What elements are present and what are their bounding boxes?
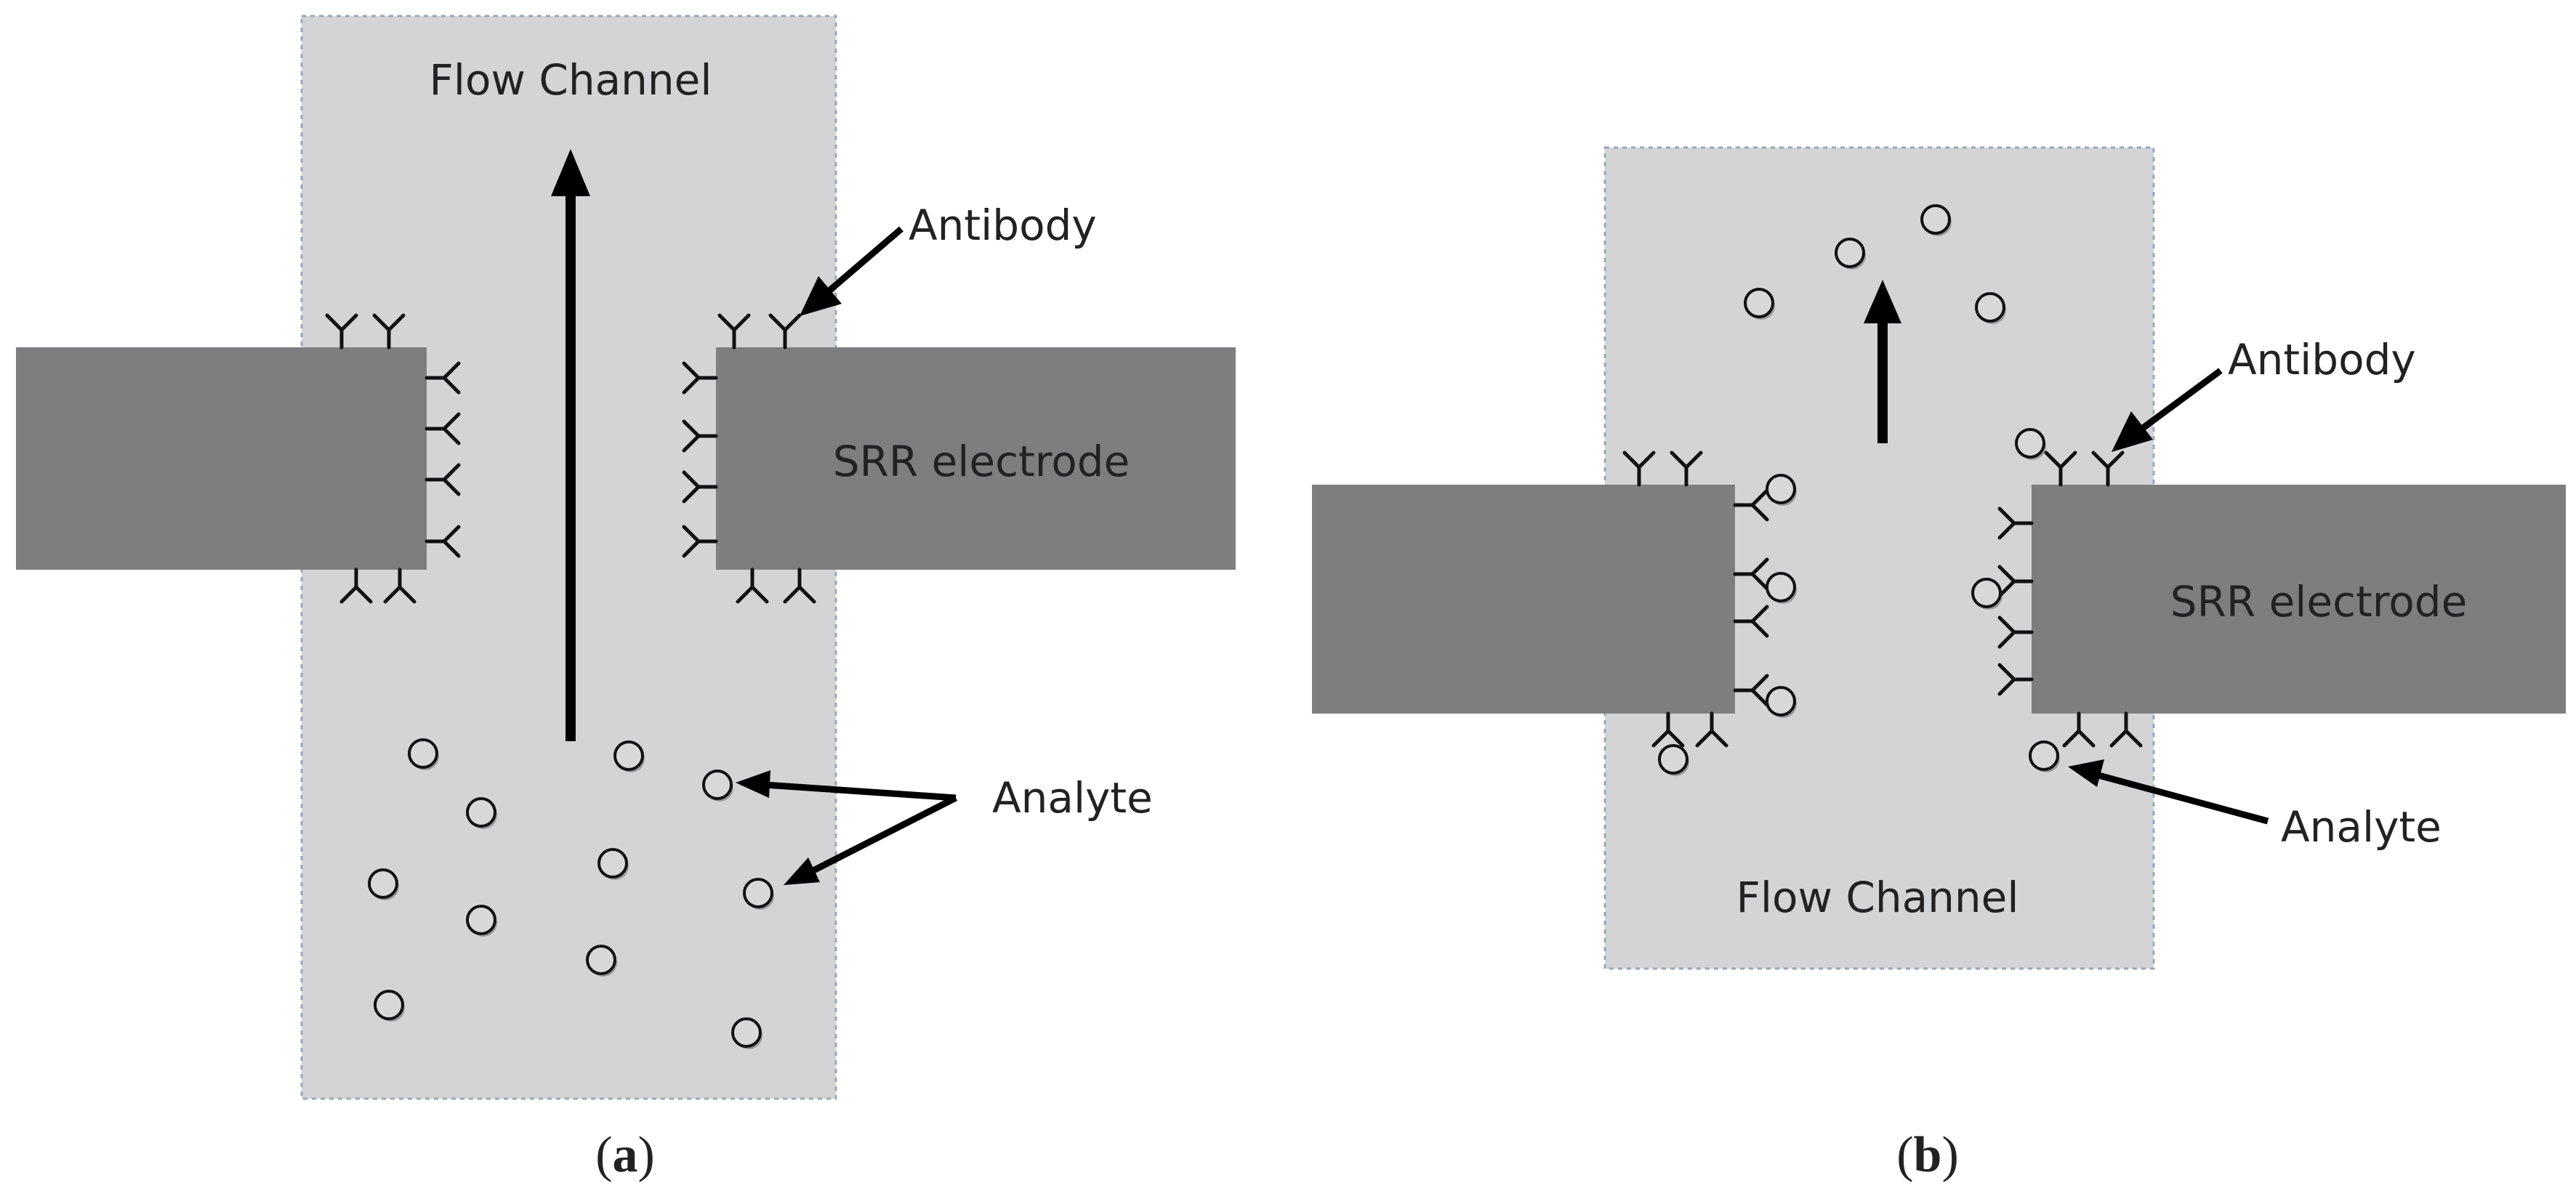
antibody-icon bbox=[339, 568, 373, 604]
analyte-particle bbox=[2015, 428, 2046, 460]
antibody-icon bbox=[1733, 488, 1769, 522]
analyte-group bbox=[368, 738, 774, 1049]
antibody-icon bbox=[717, 313, 751, 350]
antibody-icon bbox=[1997, 565, 2034, 598]
antibody-icon bbox=[1733, 605, 1769, 638]
analyte-label: Analyte bbox=[992, 773, 1153, 823]
antibody-icon bbox=[1997, 615, 2034, 649]
antibody-icon bbox=[424, 361, 461, 395]
analyte-particle bbox=[1975, 292, 2006, 324]
srr-electrode-left bbox=[16, 347, 427, 570]
antibody-icon bbox=[1670, 451, 1703, 487]
antibody-icon bbox=[1997, 506, 2034, 540]
analyte-particle bbox=[408, 738, 439, 770]
flow-channel-label: Flow Channel bbox=[1736, 873, 2019, 922]
analyte-particle bbox=[374, 990, 405, 1022]
analyte-particle bbox=[2029, 740, 2060, 772]
antibody-icon bbox=[682, 361, 718, 395]
antibody-group bbox=[325, 313, 816, 604]
antibody-icon bbox=[1622, 451, 1656, 487]
analyte-particle bbox=[702, 770, 733, 802]
analyte-group bbox=[1658, 204, 2060, 776]
antibody-icon bbox=[2062, 711, 2096, 748]
srr-electrode-right bbox=[2032, 485, 2566, 714]
analyte-particle bbox=[1766, 474, 1797, 506]
analyte-callout-arrow bbox=[2068, 759, 2269, 825]
antibody-icon bbox=[682, 419, 718, 453]
analyte-particle bbox=[1766, 686, 1797, 718]
analyte-particle bbox=[586, 945, 617, 977]
antibody-icon bbox=[424, 463, 461, 496]
antibody-label: Antibody bbox=[909, 201, 1097, 250]
antibody-callout-arrow bbox=[2112, 368, 2223, 452]
electrode-label: SRR electrode bbox=[2170, 577, 2468, 626]
antibody-icon bbox=[1651, 711, 1685, 748]
analyte-particle bbox=[1658, 744, 1689, 776]
flow-direction-arrow bbox=[1864, 280, 1901, 443]
analyte-particle bbox=[1744, 288, 1775, 320]
antibody-icon bbox=[2044, 451, 2077, 487]
antibody-icon bbox=[383, 568, 416, 604]
electrode-label: SRR electrode bbox=[833, 437, 1130, 486]
analyte-particle bbox=[743, 878, 774, 910]
antibody-icon bbox=[325, 313, 358, 350]
flow-channel-label: Flow Channel bbox=[430, 55, 712, 105]
analyte-particle bbox=[1920, 204, 1952, 236]
analyte-particle bbox=[597, 848, 629, 880]
panel-caption: (a) bbox=[595, 1127, 655, 1183]
panel-a: Flow Channel SRR electrode Antibody Anal… bbox=[16, 15, 1236, 1183]
flow-direction-arrow bbox=[551, 149, 590, 741]
antibody-icon bbox=[2109, 711, 2143, 748]
analyte-particle bbox=[466, 797, 497, 829]
analyte-particle bbox=[466, 905, 497, 937]
antibody-icon bbox=[424, 525, 461, 558]
analyte-particle bbox=[1835, 238, 1866, 270]
antibody-label: Antibody bbox=[2228, 335, 2416, 384]
panel-caption: (b) bbox=[1896, 1127, 1959, 1183]
antibody-icon bbox=[682, 470, 718, 504]
antibody-icon bbox=[1997, 663, 2034, 696]
antibody-callout-arrow bbox=[800, 226, 903, 316]
antibody-icon bbox=[1733, 674, 1769, 707]
panel-b: Flow Channel SRR electrode Antibody Anal… bbox=[1312, 146, 2566, 1183]
antibody-icon bbox=[783, 568, 816, 604]
analyte-callout-arrow-1 bbox=[736, 770, 957, 802]
analyte-label: Analyte bbox=[2281, 802, 2442, 852]
antibody-icon bbox=[1733, 557, 1769, 591]
srr-electrode-left bbox=[1312, 485, 1735, 714]
antibody-icon bbox=[736, 568, 769, 604]
analyte-particle bbox=[613, 740, 645, 772]
analyte-particle bbox=[1971, 578, 2003, 610]
analyte-particle bbox=[1766, 572, 1797, 604]
antibody-icon bbox=[1695, 711, 1728, 748]
antibody-icon bbox=[372, 313, 406, 350]
antibody-group bbox=[1622, 451, 2143, 748]
srr-electrode-right bbox=[716, 347, 1236, 570]
analyte-callout-arrow-2 bbox=[784, 794, 958, 885]
antibody-icon bbox=[768, 313, 802, 350]
analyte-particle bbox=[368, 868, 399, 900]
antibody-icon bbox=[424, 412, 461, 445]
antibody-icon bbox=[682, 525, 718, 558]
antibody-icon bbox=[2091, 451, 2125, 487]
analyte-particle bbox=[731, 1017, 762, 1049]
